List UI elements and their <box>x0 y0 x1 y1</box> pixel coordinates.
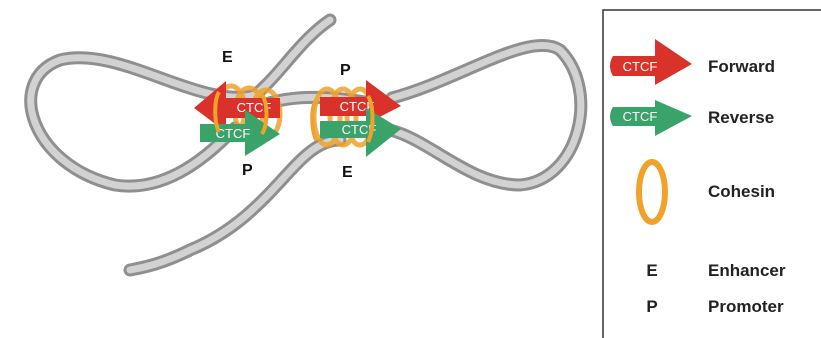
promoter-label: P <box>340 62 351 79</box>
enhancer-label: E <box>342 164 353 181</box>
right-ctcf-cluster: CTCF CTCF P E <box>312 62 401 181</box>
legend-label-forward: Forward <box>708 57 775 76</box>
svg-text:CTCF: CTCF <box>623 109 658 124</box>
legend-symbol-promoter: P <box>646 297 657 316</box>
legend-symbol-enhancer: E <box>646 261 657 280</box>
enhancer-label: E <box>222 49 233 66</box>
legend-label-cohesin: Cohesin <box>708 182 775 201</box>
ctcf-label: CTCF <box>216 126 251 141</box>
legend-label-promoter: Promoter <box>708 297 784 316</box>
legend: CTCF Forward CTCF Reverse Cohesin E Enha… <box>603 10 821 338</box>
svg-text:CTCF: CTCF <box>623 59 658 74</box>
chromatin-strand-right-loop <box>390 45 581 185</box>
promoter-label: P <box>242 162 253 179</box>
legend-label-enhancer: Enhancer <box>708 261 786 280</box>
chromatin-strand-lower <box>130 140 340 270</box>
chromatin-fiber <box>31 20 581 270</box>
legend-label-reverse: Reverse <box>708 108 774 127</box>
